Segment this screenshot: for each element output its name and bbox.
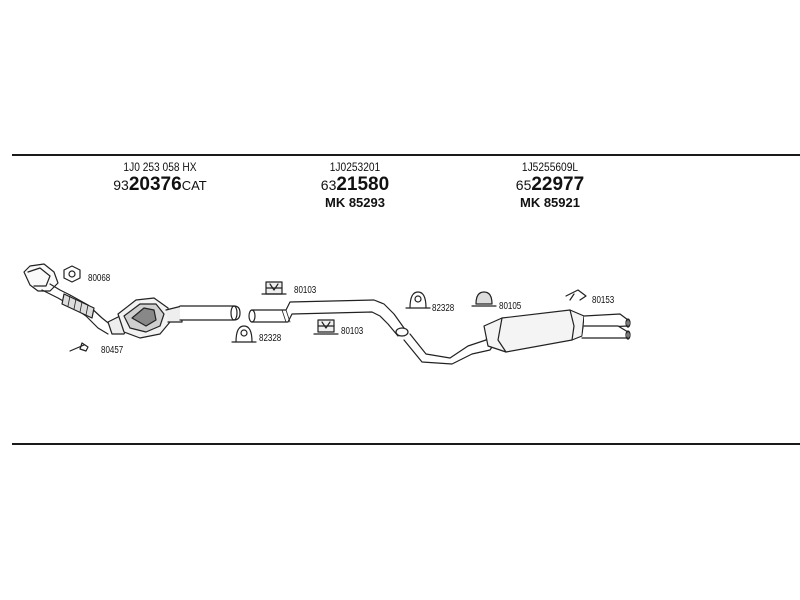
part-number: 6522977: [495, 174, 605, 195]
front-pipe-catalyst-drawing: [23, 263, 241, 339]
clamp-icon: [405, 291, 431, 309]
rubber-mount-icon: [261, 281, 287, 295]
clamp-icon: [231, 325, 257, 343]
part-main: 20376: [128, 174, 182, 195]
middle-pipe-drawing: [248, 299, 409, 337]
part-main: 21580: [336, 174, 390, 195]
section-middle-pipe: 1J0253201 6321580 MK 85293: [300, 160, 410, 210]
part-number: 9320376CAT: [95, 174, 225, 195]
section-catalytic-converter: 1J0 253 058 HX 9320376CAT: [95, 160, 225, 195]
rubber-ring-icon: [471, 291, 497, 307]
clamp-label: 82328: [432, 303, 455, 314]
part-main: 22977: [531, 174, 585, 195]
top-divider: [12, 154, 800, 156]
bolt-label: 80457: [101, 345, 124, 356]
part-suffix: CAT: [181, 178, 207, 193]
part-prefix: 93: [113, 177, 129, 193]
oem-number: 1J0 253 058 HX: [123, 160, 197, 174]
bolt-icon: [69, 342, 89, 352]
part-prefix: 65: [515, 177, 532, 193]
mk-number: MK 85921: [520, 195, 580, 210]
rubber-ring-label: 80105: [499, 301, 522, 312]
section-rear-muffler: 1J5255609L 6522977 MK 85921: [495, 160, 605, 210]
part-number: 6321580: [300, 174, 410, 195]
bottom-divider: [12, 443, 800, 445]
rubber-mount-icon: [313, 319, 339, 335]
oem-number: 1J5255609L: [521, 160, 579, 174]
hanger-icon: [565, 289, 587, 301]
hanger-label: 80153: [592, 295, 615, 306]
mk-number: MK 85293: [325, 195, 385, 210]
oem-number: 1J0253201: [329, 160, 381, 174]
gasket-label: 80068: [88, 273, 111, 284]
gasket-icon: [63, 265, 81, 283]
part-prefix: 63: [320, 177, 337, 193]
rear-muffler-drawing: [403, 309, 631, 365]
clamp-label: 82328: [259, 333, 282, 344]
rubber-mount-label: 80103: [294, 285, 317, 296]
rubber-mount-label: 80103: [341, 326, 364, 337]
